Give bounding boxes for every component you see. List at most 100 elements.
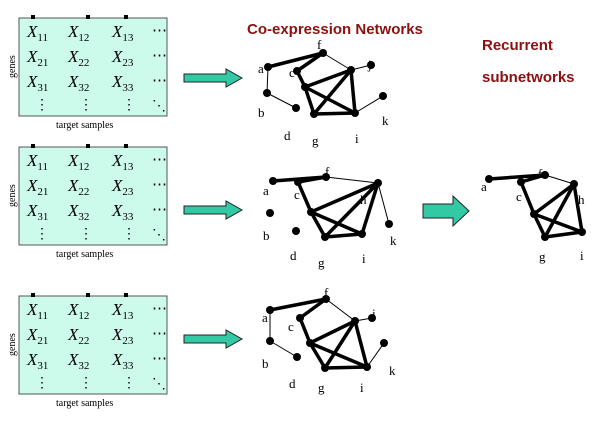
node-i	[351, 109, 359, 117]
matrix-tick	[124, 293, 128, 297]
network-edge	[366, 342, 385, 368]
matrix-box	[18, 146, 168, 246]
matrix-variable: X	[26, 176, 38, 195]
matrix-variable: X	[111, 72, 123, 91]
network-edge	[308, 319, 357, 345]
network-edge	[296, 180, 313, 214]
ellipsis-vertical: ⋮	[122, 98, 136, 113]
node-label-a: a	[481, 179, 487, 194]
network-edge	[322, 52, 352, 71]
target-samples-axis-label: target samples	[56, 249, 113, 260]
node-label-c: c	[288, 319, 294, 334]
matrix-cell: X23	[111, 325, 134, 347]
network-edge	[323, 365, 369, 370]
network-edge	[354, 95, 384, 114]
matrix-variable: X	[111, 350, 123, 369]
matrix-cell: X33	[111, 72, 134, 94]
matrix-variable: X	[111, 176, 123, 195]
matrix-subscript: 11	[37, 32, 48, 44]
matrix-subscript: 22	[78, 57, 89, 69]
matrix-variable: X	[111, 325, 123, 344]
matrix-cell: X13	[111, 300, 134, 322]
node-b	[266, 337, 274, 345]
node-label-i: i	[362, 251, 366, 266]
node-c	[294, 178, 302, 186]
node-label-k: k	[390, 233, 397, 248]
network-edge	[298, 297, 328, 320]
arrow-to-network	[183, 68, 244, 88]
matrix-subscript: 32	[78, 211, 89, 223]
matrix-variable: X	[26, 325, 38, 344]
network-edge	[303, 68, 353, 89]
node-label-a: a	[258, 61, 264, 76]
network-edge	[309, 210, 327, 239]
genes-axis-label: genes	[7, 55, 18, 78]
matrix-box	[18, 295, 168, 395]
node-c	[296, 314, 304, 322]
matrix-subscript: 13	[122, 161, 134, 173]
network-edge	[309, 181, 380, 214]
matrix-cell: X33	[111, 350, 134, 372]
node-g	[541, 233, 549, 241]
matrix-subscript: 22	[78, 186, 89, 198]
node-h	[347, 66, 355, 74]
ellipsis-diagonal: ⋱	[152, 99, 166, 114]
node-label-h: h	[578, 192, 585, 207]
network-edge	[349, 68, 357, 115]
node-label-b: b	[258, 105, 265, 120]
network-edge	[353, 319, 369, 369]
matrix-variable: X	[111, 22, 123, 41]
node-label-c: c	[516, 189, 522, 204]
ellipsis-horizontal: ⋯	[152, 177, 167, 193]
node-a	[264, 63, 272, 71]
network-edge	[572, 182, 584, 234]
matrix-variable: X	[111, 300, 123, 319]
network-edge	[323, 181, 380, 239]
matrix-cell: X22	[67, 176, 89, 198]
node-label-g: g	[318, 380, 325, 395]
ellipsis-vertical: ⋮	[35, 98, 49, 113]
matrix-cell: X11	[26, 151, 48, 173]
node-label-i: i	[355, 131, 359, 146]
matrix-cell: X22	[67, 47, 89, 69]
network-edge	[325, 176, 379, 184]
ellipsis-horizontal: ⋯	[152, 23, 167, 39]
network-edge	[269, 340, 298, 358]
matrix-subscript: 33	[122, 211, 134, 223]
ellipsis-horizontal: ⋯	[152, 301, 167, 317]
ellipsis-diagonal: ⋱	[152, 377, 166, 392]
matrix-variable: X	[67, 22, 79, 41]
matrix-subscript: 31	[37, 360, 48, 372]
node-label-g: g	[539, 249, 546, 264]
matrix-tick	[31, 144, 35, 148]
node-f	[319, 49, 327, 57]
matrix-variable: X	[111, 47, 123, 66]
matrix-subscript: 11	[37, 310, 48, 322]
network-edge	[323, 232, 364, 239]
node-e	[307, 208, 315, 216]
arrow-to-network	[183, 329, 244, 349]
matrix-subscript: 31	[37, 82, 48, 94]
matrix-subscript: 22	[78, 335, 89, 347]
node-d	[292, 104, 300, 112]
node-label-h: h	[360, 192, 367, 207]
matrix-cell: X31	[26, 350, 48, 372]
node-label-g: g	[312, 133, 319, 148]
matrix-subscript: 23	[122, 186, 134, 198]
node-label-f: f	[538, 166, 543, 181]
matrix-cell: X13	[111, 22, 134, 44]
matrix-tick	[86, 144, 90, 148]
network-edge	[308, 341, 327, 370]
node-label-f: f	[324, 285, 329, 300]
matrix-subscript: 33	[122, 360, 134, 372]
matrix-variable: X	[67, 47, 79, 66]
matrix-variable: X	[67, 72, 79, 91]
node-label-k: k	[382, 113, 389, 128]
matrix-cell: X32	[67, 350, 89, 372]
node-e	[530, 210, 538, 218]
node-e	[301, 83, 309, 91]
